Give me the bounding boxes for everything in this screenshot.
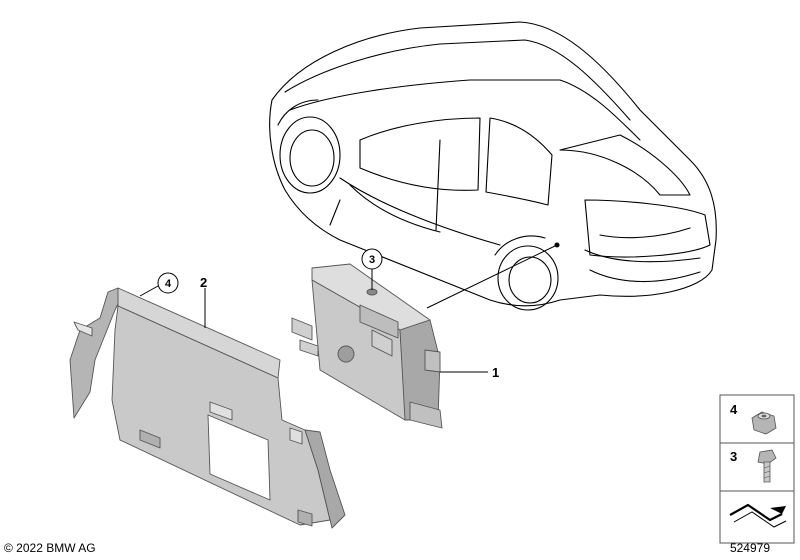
leader-line-car (426, 244, 558, 309)
legend-label-nut: 4 (730, 402, 738, 417)
direction-arrow-icon (729, 503, 787, 528)
callout-4: 4 (165, 278, 172, 290)
control-unit-part (291, 263, 443, 429)
copyright-notice: © 2022 BMW AG (4, 541, 96, 555)
legend-panel: 4 3 (719, 394, 795, 544)
callout-2: 2 (200, 275, 207, 290)
leader-line-4 (139, 285, 159, 297)
car-outline (269, 21, 717, 311)
callout-1: 1 (492, 365, 499, 380)
callout-3: 3 (369, 254, 375, 266)
screw-icon (757, 449, 777, 483)
diagram-id: 524979 (729, 541, 770, 555)
legend-label-screw: 3 (730, 449, 737, 464)
nut-icon (751, 411, 777, 435)
bracket-part (69, 287, 346, 529)
